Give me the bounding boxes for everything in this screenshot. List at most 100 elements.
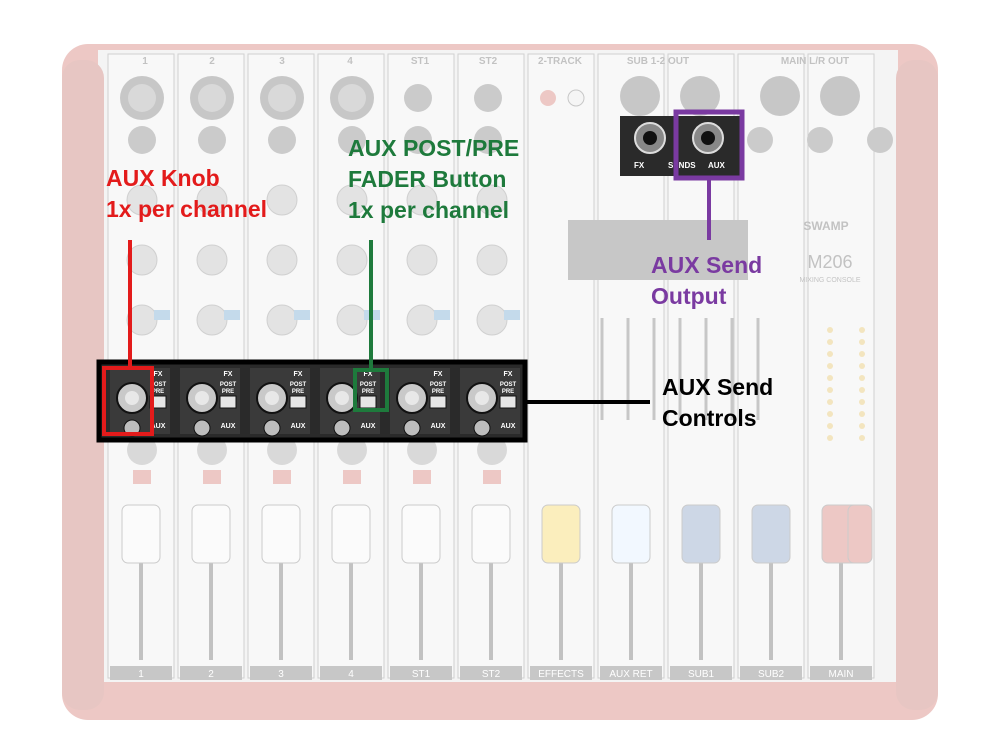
meter-led-icon	[859, 435, 865, 441]
mute-button	[273, 470, 291, 484]
xlr-input-icon	[120, 76, 164, 120]
aux-send-controls-strip: FXPOSTPREAUXFXPOSTPREAUXFXPOSTPREAUXFXPO…	[96, 359, 528, 443]
eq-knob-icon	[406, 184, 438, 216]
meter-led-icon	[859, 423, 865, 429]
aux-knob-highlight-box	[102, 366, 154, 436]
meter-led-icon	[827, 435, 833, 441]
model-text: M206	[807, 252, 852, 272]
post-pre-label: POST	[150, 382, 167, 388]
xlr-input-center-icon	[268, 84, 296, 112]
output-jack-icon	[620, 76, 660, 116]
bottom-label-box	[670, 666, 732, 680]
post-pre-label: PRE	[292, 389, 304, 395]
strip-button	[294, 310, 310, 320]
strip-button	[434, 310, 450, 320]
eq-knob-icon	[266, 244, 298, 276]
post-pre-callout-line3: 1x per channel	[348, 197, 510, 223]
aux-label: AUX	[501, 423, 516, 430]
bottom-label: SUB1	[688, 669, 715, 680]
post-pre-callout-line2: FADER Button	[348, 166, 507, 192]
meter-led-icon	[859, 363, 865, 369]
meter-led-icon	[859, 387, 865, 393]
bottom-label: 2	[208, 669, 214, 680]
post-pre-label: PRE	[432, 389, 444, 395]
fader-cap	[821, 504, 861, 564]
top-label: 3	[279, 56, 285, 67]
output-jack-icon	[820, 76, 860, 116]
eq-knob-icon	[336, 184, 368, 216]
line-input-icon	[198, 126, 226, 154]
fader-cap	[471, 504, 511, 564]
fx-label: FX	[364, 371, 373, 378]
post-pre-label: PRE	[362, 389, 374, 395]
post-pre-label: POST	[220, 382, 237, 388]
aux-knob-cap-icon	[475, 391, 489, 405]
fader-cap	[541, 504, 581, 564]
meter-led-icon	[827, 351, 833, 357]
left-side-cheek	[62, 60, 104, 710]
right-side-cheek	[896, 60, 938, 710]
post-pre-label: POST	[290, 382, 307, 388]
aux-label: AUX	[361, 423, 376, 430]
channel-strip	[527, 53, 595, 679]
aux-knob-cap-icon	[125, 391, 139, 405]
post-pre-button	[289, 395, 307, 409]
meter-led-icon	[859, 327, 865, 333]
rca-white-icon	[567, 89, 585, 107]
post-pre-label: PRE	[152, 389, 164, 395]
bottom-label-box	[530, 666, 592, 680]
mute-button	[133, 470, 151, 484]
post-pre-button	[219, 395, 237, 409]
eq-knob-icon	[126, 184, 158, 216]
channel-strip	[737, 53, 805, 679]
eq-knob-icon	[336, 304, 368, 336]
aux-label: AUX	[151, 423, 166, 430]
line-input-icon	[268, 126, 296, 154]
fx-label: FX	[434, 371, 443, 378]
bottom-label: AUX RET	[609, 669, 652, 680]
bottom-label: 1	[138, 669, 144, 680]
bottom-label-box	[740, 666, 802, 680]
bottom-label-box	[600, 666, 662, 680]
aux-knob-cap-icon	[405, 391, 419, 405]
aux-output-callout: AUX Send Output	[651, 250, 762, 312]
aux-controls-callout: AUX Send Controls	[662, 372, 773, 434]
eq-knob-icon	[476, 304, 508, 336]
aux-controls-callout-line1: AUX Send	[662, 374, 774, 400]
fx-label: FX	[504, 371, 513, 378]
fader-cap	[847, 504, 873, 564]
aux-controls-callout-line2: Controls	[662, 405, 757, 431]
aux-label: AUX	[221, 423, 236, 430]
stereo-input-icon	[404, 126, 432, 154]
jack-label: SENDS	[668, 161, 696, 170]
post-pre-button	[429, 395, 447, 409]
eq-knob-icon	[196, 244, 228, 276]
jack-hole-icon	[701, 131, 715, 145]
fader-cap	[121, 504, 161, 564]
meter-led-icon	[827, 339, 833, 345]
fx-label: FX	[224, 371, 233, 378]
aux-knob-cap-icon	[265, 391, 279, 405]
strip-button	[154, 310, 170, 320]
post-pre-label: POST	[500, 382, 517, 388]
post-pre-label: POST	[430, 382, 447, 388]
eq-knob-icon	[266, 304, 298, 336]
bottom-label: ST1	[412, 669, 431, 680]
meter-led-icon	[827, 375, 833, 381]
fader-cap	[401, 504, 441, 564]
eq-knob-icon	[266, 184, 298, 216]
aux-knob-lower-icon	[473, 419, 491, 437]
fader-cap	[751, 504, 791, 564]
stereo-input-icon	[474, 126, 502, 154]
subtitle-text: MIXING CONSOLE	[799, 277, 860, 284]
meter-led-icon	[827, 387, 833, 393]
eq-knob-icon	[336, 244, 368, 276]
eq-knob-icon	[126, 304, 158, 336]
bottom-label-box	[180, 666, 242, 680]
post-pre-label: PRE	[222, 389, 234, 395]
fader-cap	[331, 504, 371, 564]
top-label: SUB 1-2 OUT	[627, 56, 689, 67]
meter-led-icon	[827, 399, 833, 405]
aux-knob-lower-icon	[403, 419, 421, 437]
